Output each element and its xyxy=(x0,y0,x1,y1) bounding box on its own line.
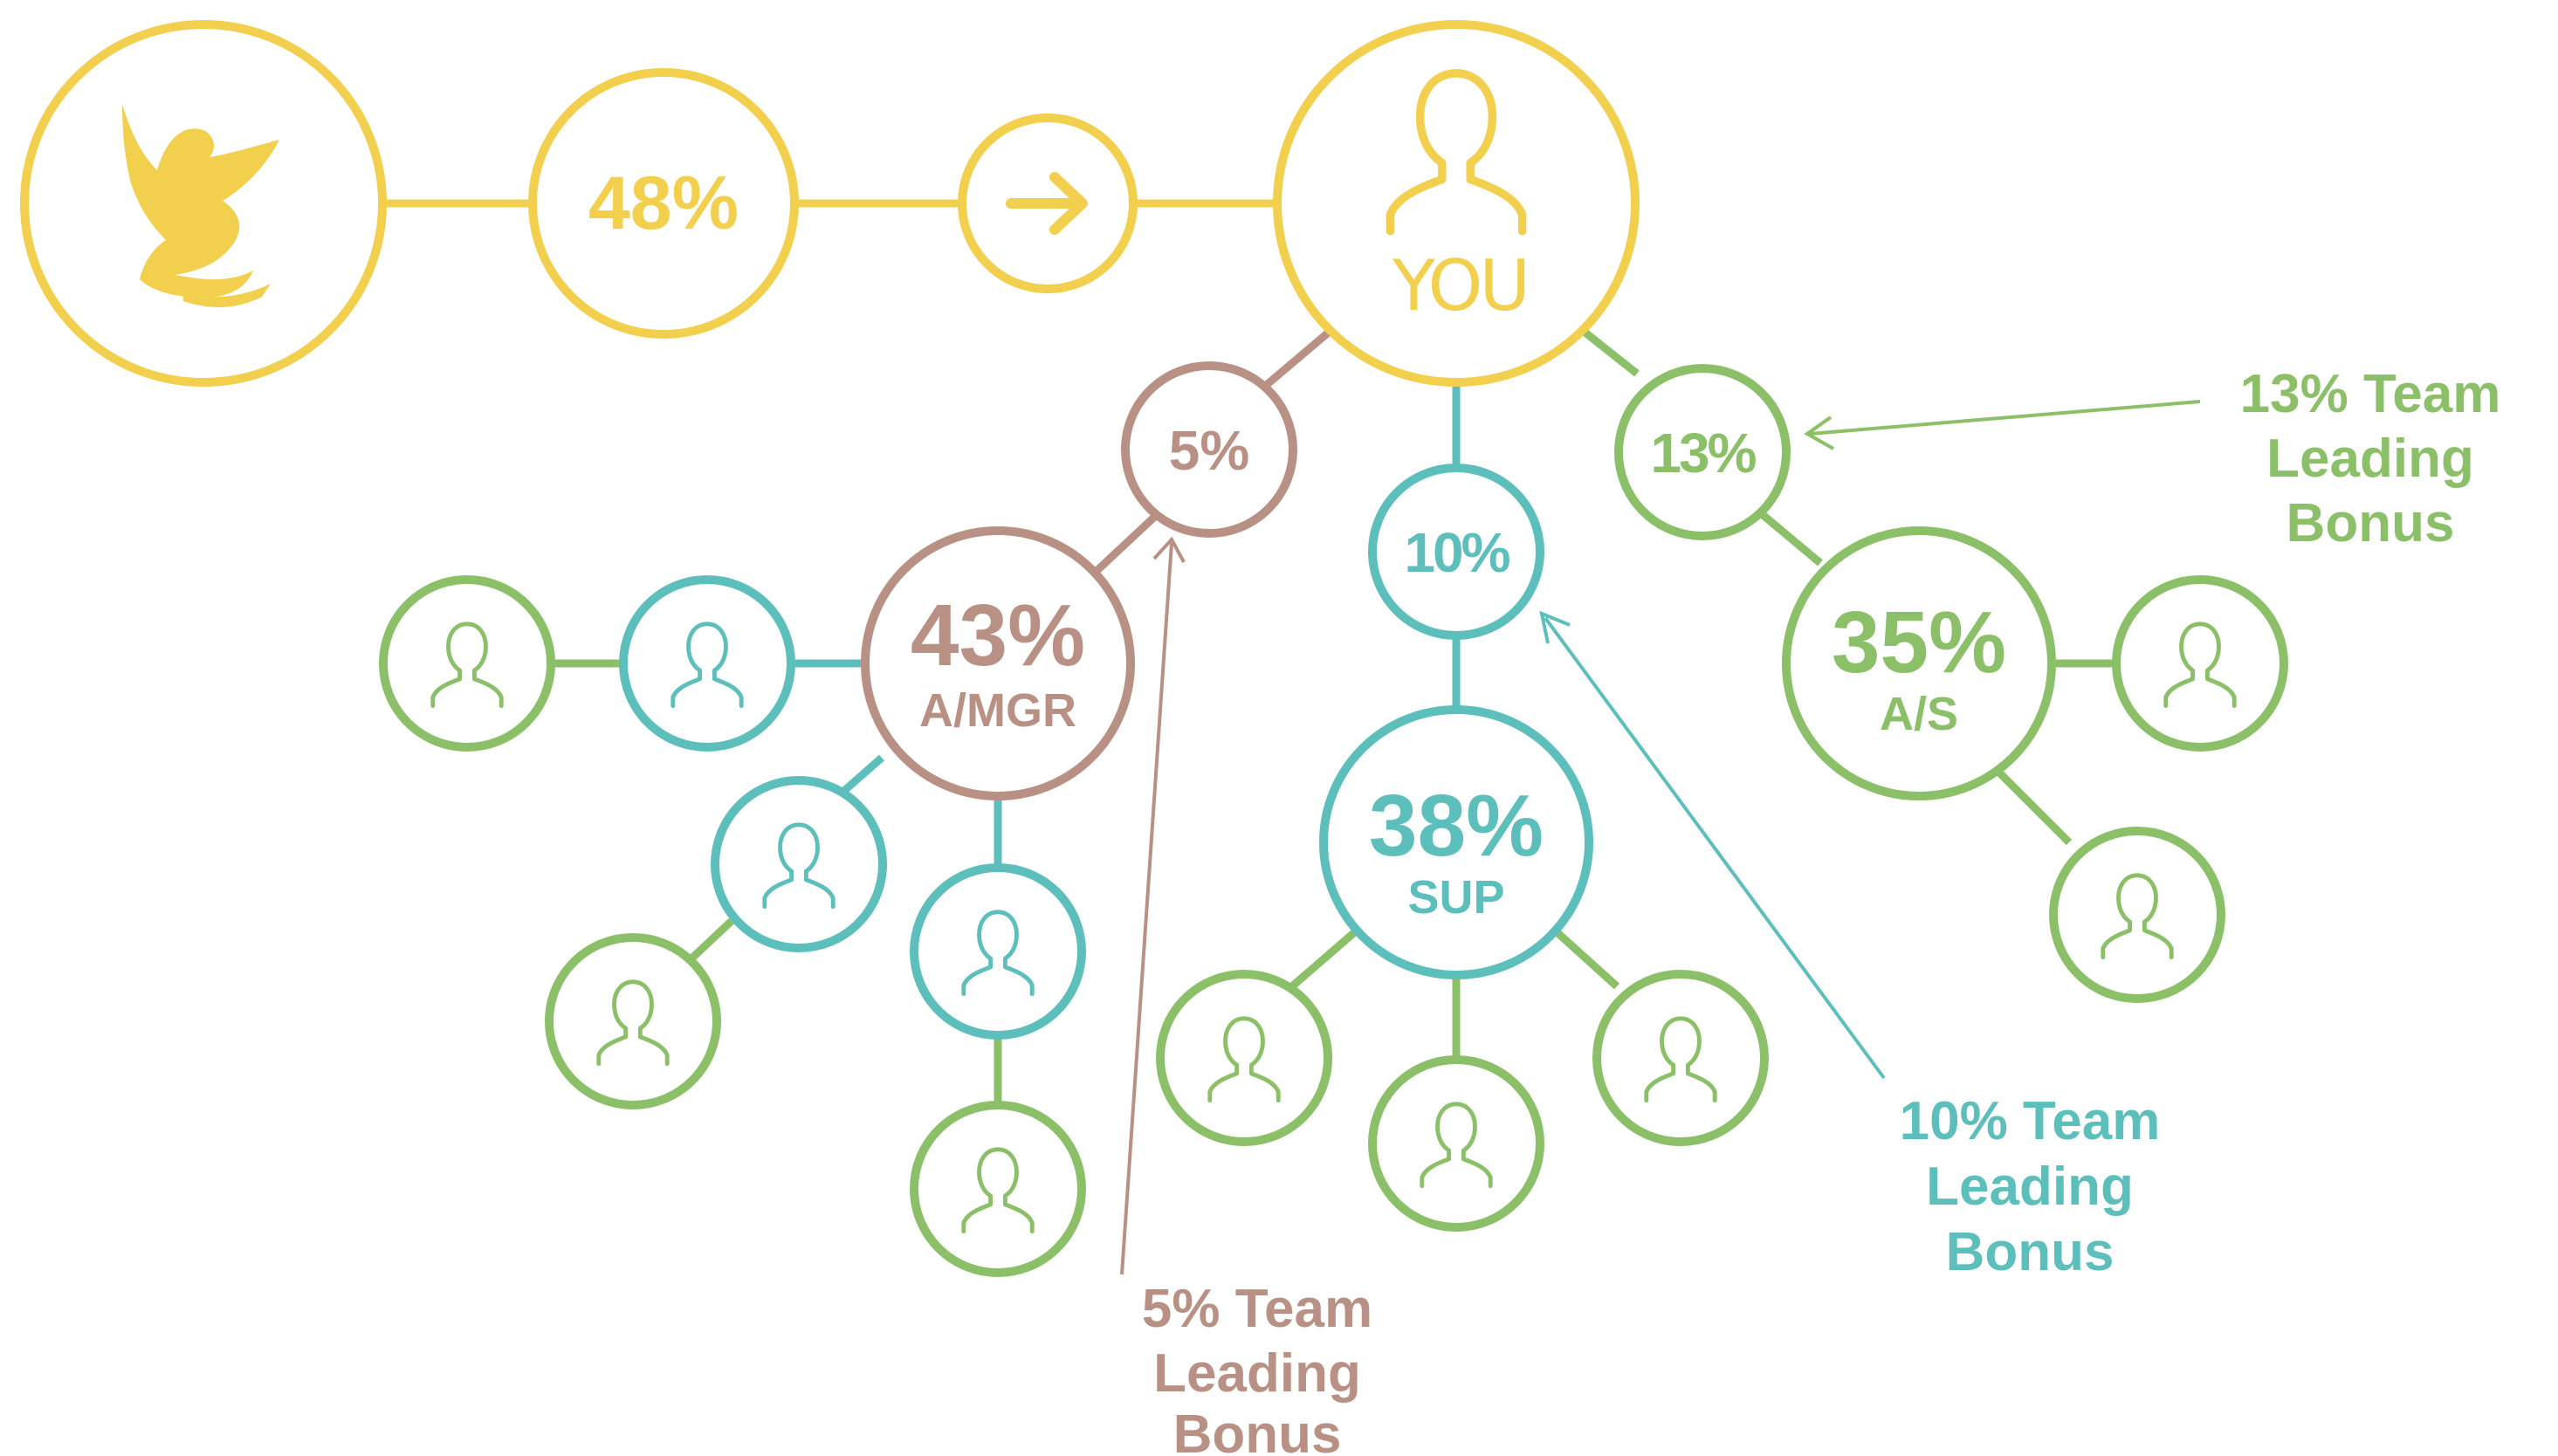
note-13: 13% Team Leading Bonus xyxy=(2240,364,2501,553)
connector-you-13 xyxy=(1579,326,1640,377)
right-arrow-icon xyxy=(1006,172,1088,235)
member-node xyxy=(2112,575,2288,752)
note-13-line-3: Bonus xyxy=(2286,493,2455,553)
pointer-5 xyxy=(1120,542,1173,1275)
level-sup-code: SUP xyxy=(1407,871,1504,924)
note-10-line-3: Bonus xyxy=(1946,1222,2114,1282)
pointer-13 xyxy=(1809,400,2201,436)
bonus-10-node: 10% xyxy=(1368,464,1544,640)
note-13-line-1: 13% Team xyxy=(2240,364,2501,424)
member-node xyxy=(910,1101,1086,1277)
bonus-13-label: 13% xyxy=(1650,422,1756,484)
pointer-13-head xyxy=(1804,416,1834,450)
member-node xyxy=(545,933,721,1109)
level-nodes: 43% A/MGR 38% SUP 35% A/S xyxy=(861,526,2056,979)
member-node xyxy=(1156,970,1332,1146)
note-10-line-2: Leading xyxy=(1926,1157,2134,1217)
note-10: 10% Team Leading Bonus xyxy=(1900,1091,2161,1282)
note-13-line-2: Leading xyxy=(2266,429,2474,489)
member-nodes xyxy=(379,575,2288,1277)
level-as-node: 35% A/S xyxy=(1782,526,2056,800)
connectors xyxy=(384,199,2117,1109)
level-amgr-node: 43% A/MGR xyxy=(861,526,1135,800)
member-node xyxy=(379,575,555,752)
member-node xyxy=(1368,1055,1544,1232)
note-5-line-1: 5% Team xyxy=(1142,1279,1372,1339)
connector xyxy=(1289,926,1360,990)
connector xyxy=(686,917,735,964)
arrow-node xyxy=(958,113,1138,293)
note-5-line-2: Leading xyxy=(1153,1343,1361,1404)
connector-5-43 xyxy=(1092,507,1165,575)
bonus-nodes: 5% 10% 13% xyxy=(1121,361,1791,640)
level-as-code: A/S xyxy=(1880,688,1958,740)
you-node: YOU xyxy=(1273,20,1640,387)
rate-48-label: 48% xyxy=(588,161,739,245)
member-node xyxy=(619,575,795,752)
bonus-5-label: 5% xyxy=(1169,419,1250,482)
member-node xyxy=(2049,827,2225,1003)
pointer-5-head xyxy=(1152,536,1186,563)
bonus-5-node: 5% xyxy=(1121,361,1297,538)
pointer-10 xyxy=(1544,616,1886,1080)
annotation-pointers xyxy=(1120,400,2201,1275)
member-node xyxy=(711,776,887,952)
level-amgr-percent: 43% xyxy=(911,587,1085,684)
rate-48-node: 48% xyxy=(528,68,799,339)
note-5: 5% Team Leading Bonus xyxy=(1142,1279,1372,1456)
you-label: YOU xyxy=(1392,245,1527,326)
note-10-line-1: 10% Team xyxy=(1900,1091,2161,1151)
connector xyxy=(1996,769,2073,846)
connector-you-5 xyxy=(1255,326,1334,396)
pointer-10-head xyxy=(1539,610,1571,644)
note-5-line-3: Bonus xyxy=(1173,1404,1342,1456)
member-node xyxy=(1592,970,1769,1146)
eagle-logo-icon xyxy=(122,105,279,307)
level-sup-node: 38% SUP xyxy=(1319,705,1593,979)
company-logo-node xyxy=(20,20,387,387)
connector xyxy=(1551,926,1620,990)
bonus-10-label: 10% xyxy=(1404,521,1509,584)
member-node xyxy=(910,863,1086,1040)
bonus-13-node: 13% xyxy=(1614,364,1791,540)
level-sup-percent: 38% xyxy=(1369,777,1544,875)
level-as-percent: 35% xyxy=(1832,594,2006,691)
top-row: 48% YOU xyxy=(20,20,1640,387)
level-amgr-code: A/MGR xyxy=(919,684,1076,737)
